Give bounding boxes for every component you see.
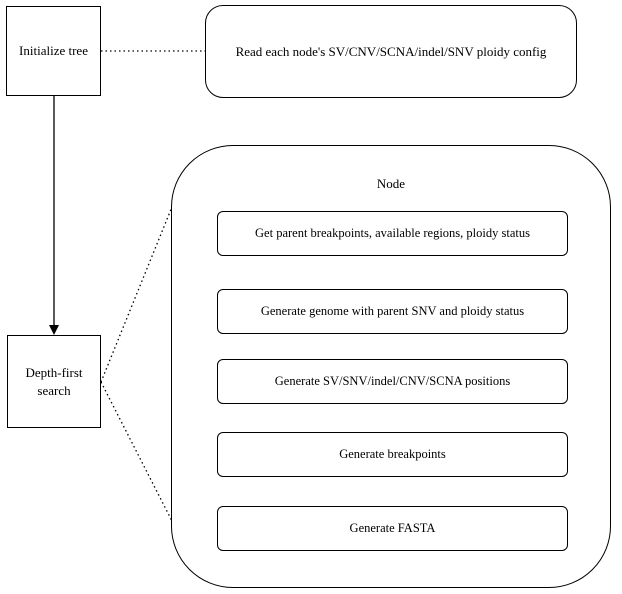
read-config-box: Read each node's SV/CNV/SCNA/indel/SNV p… (205, 5, 577, 98)
node-title: Node (376, 176, 406, 191)
read-config-label: Read each node's SV/CNV/SCNA/indel/SNV p… (235, 43, 547, 59)
dotted-link-dfs-node-bottom (100, 381, 175, 526)
step-label: Generate SV/SNV/indel/CNV/SCNA positions (274, 374, 511, 388)
step-generate-positions: Generate SV/SNV/indel/CNV/SCNA positions (217, 359, 568, 404)
step-generate-fasta: Generate FASTA (217, 506, 568, 551)
dotted-link-dfs-node-top (100, 201, 175, 383)
dfs-label-line-2: search (37, 382, 71, 398)
step-label: Generate FASTA (349, 521, 436, 535)
step-label: Generate breakpoints (339, 447, 446, 461)
step-generate-breakpoints: Generate breakpoints (217, 432, 568, 477)
step-label: Generate genome with parent SNV and ploi… (260, 304, 525, 318)
initialize-tree-box: Initialize tree (6, 6, 101, 96)
step-generate-genome: Generate genome with parent SNV and ploi… (217, 289, 568, 334)
dfs-label-line-1: Depth-first (25, 364, 83, 380)
step-label: Get parent breakpoints, available region… (255, 226, 530, 240)
step-get-parent-breakpoints: Get parent breakpoints, available region… (217, 211, 568, 256)
depth-first-search-box: Depth-first search (7, 335, 101, 428)
initialize-tree-label: Initialize tree (19, 43, 88, 59)
